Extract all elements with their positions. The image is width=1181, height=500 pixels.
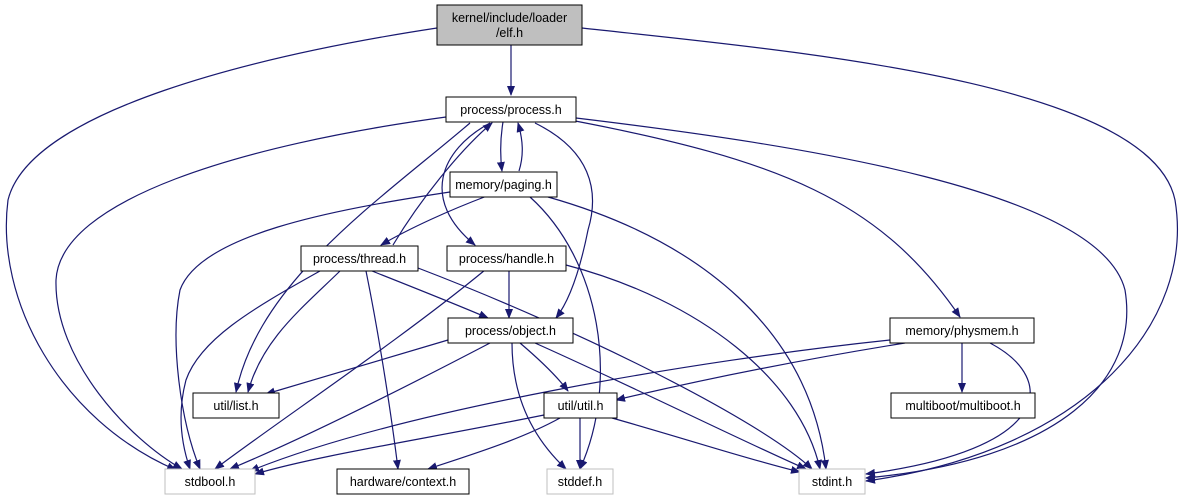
- edge-process-list: [233, 122, 471, 393]
- node-handle[interactable]: process/handle.h: [446, 245, 567, 272]
- node-label-process: process/process.h: [460, 103, 561, 117]
- edges: [5, 27, 1178, 484]
- node-label-context: hardware/context.h: [350, 475, 456, 489]
- edge-root-stdint: [581, 27, 1178, 484]
- node-box-context: [336, 468, 470, 495]
- node-list[interactable]: util/list.h: [192, 392, 280, 419]
- node-object[interactable]: process/object.h: [447, 317, 574, 344]
- node-label-multiboot: multiboot/multiboot.h: [905, 399, 1020, 413]
- node-label-stdint: stdint.h: [812, 475, 852, 489]
- edge-util-stdbool: [254, 414, 545, 476]
- edge-process-object: [534, 122, 594, 319]
- edge-util-context: [427, 417, 561, 470]
- edge-process-stdbool: [55, 116, 447, 470]
- node-label-stdbool: stdbool.h: [185, 475, 236, 489]
- node-box-physmem: [889, 317, 1035, 344]
- edge-thread-list: [246, 270, 341, 393]
- node-label-paging: memory/paging.h: [455, 178, 552, 192]
- node-stdbool: stdbool.h: [164, 468, 256, 495]
- edge-object-stdbool: [229, 342, 491, 470]
- edge-paging-process: [516, 122, 525, 172]
- node-root[interactable]: kernel/include/loader/elf.h: [436, 4, 583, 46]
- node-label-object: process/object.h: [465, 324, 556, 338]
- edge-paging-stdbool: [175, 191, 451, 470]
- edge-thread-process: [392, 122, 493, 246]
- edge-handle-stdint: [565, 264, 822, 470]
- edge-physmem-util: [615, 342, 906, 402]
- node-box-handle: [446, 245, 567, 272]
- edge-object-stdint: [534, 342, 807, 470]
- node-physmem[interactable]: memory/physmem.h: [889, 317, 1035, 344]
- edge-thread-context: [365, 270, 401, 470]
- node-thread[interactable]: process/thread.h: [300, 245, 419, 272]
- node-label-stddef: stddef.h: [558, 475, 603, 489]
- edge-object-stddef: [511, 342, 567, 470]
- edge-thread-stdbool: [180, 270, 321, 470]
- edge-process-paging: [496, 121, 505, 172]
- node-process[interactable]: process/process.h: [445, 96, 577, 123]
- node-label-list: util/list.h: [213, 399, 258, 413]
- edge-handle-stdbool: [214, 269, 486, 470]
- node-box-process: [445, 96, 577, 123]
- node-stddef: stddef.h: [546, 468, 614, 495]
- node-box-list: [192, 392, 280, 419]
- node-paging[interactable]: memory/paging.h: [449, 171, 558, 198]
- node-box-paging: [449, 171, 558, 198]
- node-label-util: util/util.h: [558, 399, 604, 413]
- node-box-stdint: [798, 468, 866, 495]
- node-box-multiboot: [890, 392, 1036, 419]
- node-box-root: [436, 4, 583, 46]
- node-box-thread: [300, 245, 419, 272]
- edge-process-handle: [441, 122, 491, 246]
- edge-util-stdint: [611, 417, 801, 474]
- node-box-stddef: [546, 468, 614, 495]
- edge-object-list: [265, 339, 449, 396]
- edge-paging-thread: [380, 195, 488, 246]
- node-label-physmem: memory/physmem.h: [905, 324, 1018, 338]
- node-box-object: [447, 317, 574, 344]
- edge-process-stdint: [575, 117, 1128, 482]
- node-stdint: stdint.h: [798, 468, 866, 495]
- edge-process-physmem: [569, 119, 961, 318]
- node-label-root-1: /elf.h: [496, 26, 523, 40]
- edge-thread-object: [371, 270, 489, 319]
- edge-paging-stdint: [547, 196, 829, 470]
- edge-physmem-stdbool: [249, 339, 891, 472]
- edge-root-stdbool: [5, 27, 438, 471]
- node-label-thread: process/thread.h: [313, 252, 406, 266]
- node-label-handle: process/handle.h: [459, 252, 554, 266]
- node-context[interactable]: hardware/context.h: [336, 468, 470, 495]
- edge-thread-stdint: [417, 267, 813, 470]
- edge-paging-stddef: [529, 196, 601, 470]
- edge-object-util: [519, 342, 569, 392]
- node-util[interactable]: util/util.h: [543, 392, 618, 419]
- node-label-root-0: kernel/include/loader: [452, 11, 567, 25]
- node-box-stdbool: [164, 468, 256, 495]
- nodes: kernel/include/loader/elf.h process/proce…: [164, 4, 1036, 495]
- node-multiboot[interactable]: multiboot/multiboot.h: [890, 392, 1036, 419]
- node-box-util: [543, 392, 618, 419]
